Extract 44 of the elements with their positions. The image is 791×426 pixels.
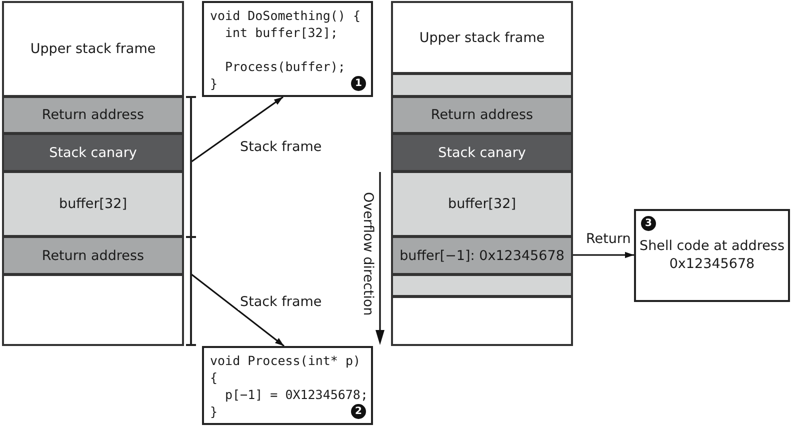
arrow <box>190 96 284 163</box>
code-line: void Process(int* p) <box>210 352 361 369</box>
stack-slot <box>2 274 184 346</box>
stack-slot <box>391 133 573 172</box>
slot-label: Stack canary <box>49 144 137 160</box>
slot-label: Upper stack frame <box>30 41 156 57</box>
edge-label: Stack frame <box>238 294 324 310</box>
slot-label: Upper stack frame <box>419 30 545 46</box>
stack-slot <box>2 133 184 172</box>
stack-slot <box>2 171 184 237</box>
code-line: Process(buffer); <box>225 58 346 75</box>
text-box <box>634 209 790 302</box>
stack-slot <box>2 236 184 275</box>
code-line: int buffer[32]; <box>225 24 338 41</box>
arrow <box>190 273 284 347</box>
stack-slot <box>391 73 573 97</box>
stack-slot <box>391 171 573 237</box>
stack-slot <box>391 96 573 134</box>
stack-slot <box>391 274 573 297</box>
stack-slot <box>2 1 184 97</box>
box-text: Shell code at address 0x12345678 <box>638 237 786 273</box>
code-line: { <box>210 369 218 386</box>
code-box <box>202 1 373 97</box>
slot-label: Stack canary <box>438 144 526 160</box>
code-box <box>202 346 373 425</box>
slot-label: buffer[−1]: 0x12345678 <box>400 248 564 264</box>
stack-slot <box>391 236 573 275</box>
stack-slot <box>2 96 184 134</box>
slot-label: Return address <box>430 107 534 123</box>
slot-label: Return address <box>42 107 144 123</box>
slot-label: Return address <box>42 248 144 264</box>
arrow <box>573 252 634 258</box>
code-line: void DoSomething() { <box>210 7 361 24</box>
stack-slot <box>391 1 573 74</box>
callout-number: 1 <box>351 76 366 91</box>
callout-number: 2 <box>351 404 366 419</box>
callout-number: 3 <box>641 216 656 231</box>
slot-label: buffer[32] <box>59 196 127 212</box>
direction-label: Overflow direction <box>360 192 376 316</box>
slot-label: buffer[32] <box>448 196 516 212</box>
code-line: } <box>210 75 218 92</box>
code-line: } <box>210 403 218 420</box>
code-line: p[−1] = 0X12345678; <box>225 386 368 403</box>
stack-slot <box>391 296 573 346</box>
